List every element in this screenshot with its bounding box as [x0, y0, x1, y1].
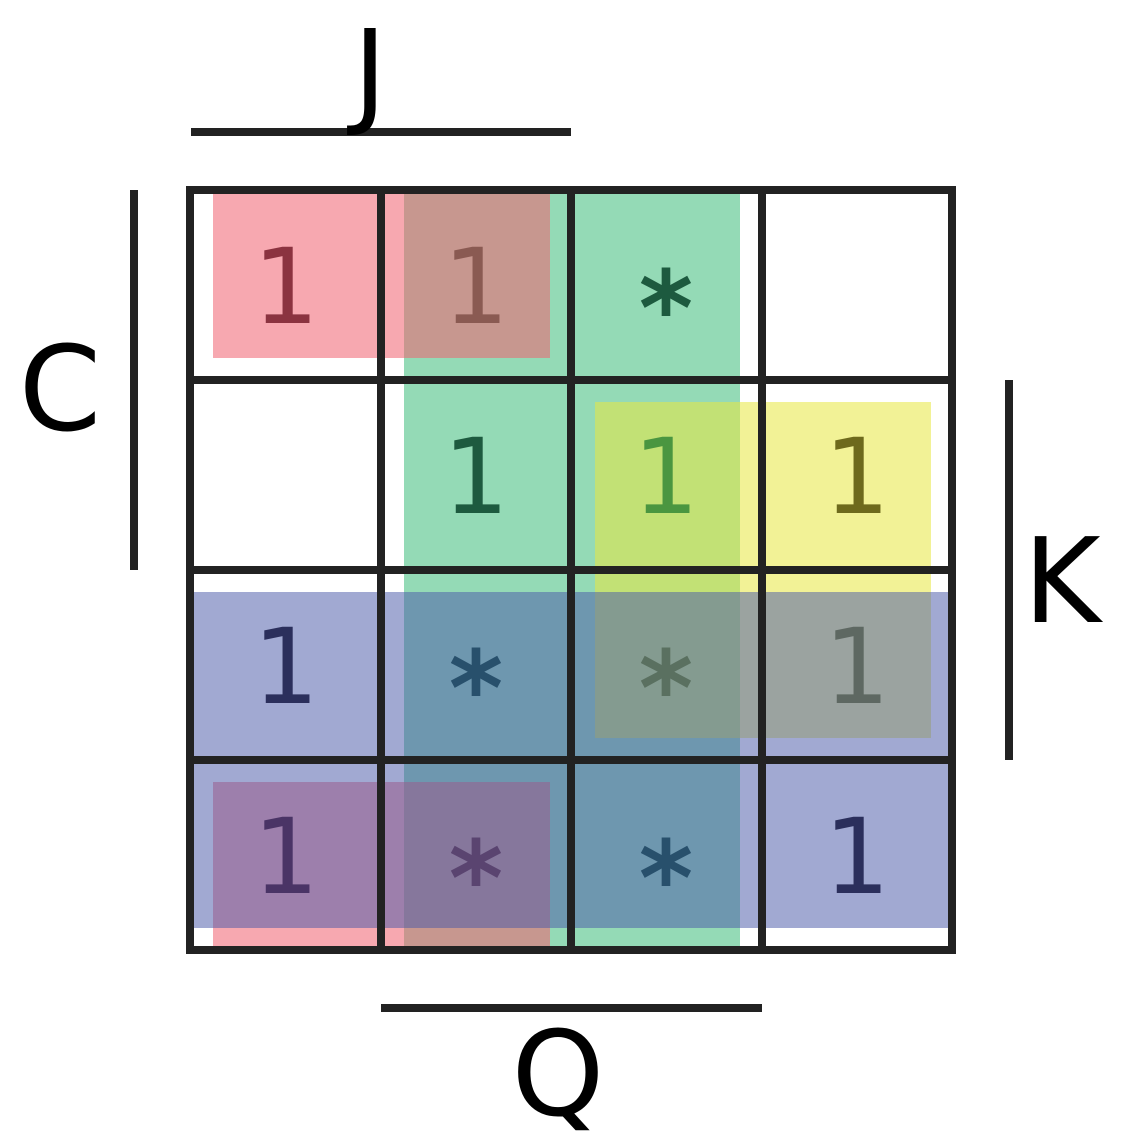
cell-r1-c3: 1 — [824, 416, 890, 538]
cell-r2-c0: 1 — [253, 606, 319, 728]
cell-r1-c1: 1 — [443, 416, 509, 538]
cell-r3-c2: * — [639, 818, 693, 940]
label-j: J — [347, 6, 387, 140]
map-grid — [186, 186, 956, 954]
label-c: C — [19, 320, 101, 458]
cell-r1-c2: 1 — [633, 416, 699, 538]
label-q: Q — [512, 1005, 605, 1143]
cell-r3-c0: 1 — [253, 796, 319, 918]
cell-r3-c1: * — [449, 818, 503, 940]
cell-r2-c2: * — [639, 628, 693, 750]
label-k: K — [1023, 512, 1103, 650]
cell-r0-c2: * — [639, 248, 693, 370]
cell-r0-c1: 1 — [443, 226, 509, 348]
cell-r0-c0: 1 — [253, 226, 319, 348]
cell-r3-c3: 1 — [824, 796, 890, 918]
cell-r2-c1: * — [449, 628, 503, 750]
cell-values: 1 1 * 1 1 1 1 * * 1 1 * * 1 — [253, 226, 890, 940]
cell-r2-c3: 1 — [824, 606, 890, 728]
